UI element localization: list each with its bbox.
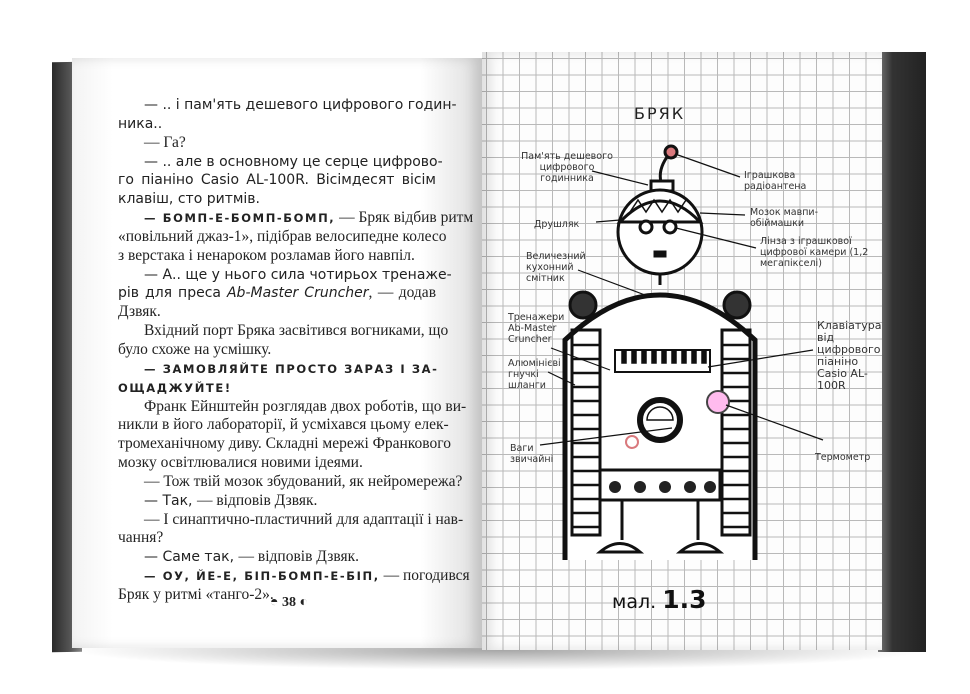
text-line: «повільний джаз-1», підібрав велосипедне… (118, 225, 446, 249)
text-line: — .. але в основному це серце цифрово- (118, 150, 443, 174)
text-line: Вхідний порт Бряка засвітився вогниками,… (118, 319, 448, 343)
book-cover-edge-right (878, 52, 926, 652)
text-segment: — Оу, йе-е, біп-бомп-е-біп, (144, 569, 380, 584)
text-segment: Бряк у ритмі «танго-2». (118, 586, 274, 603)
label-lens: Лінза з іграшкової цифрової камери (1,2 … (760, 236, 869, 269)
text-segment: — .. але в основному це серце цифрово- (144, 153, 443, 170)
text-segment: Ab-Master Cruncher (226, 285, 369, 302)
text-line: було схоже на усмішку. (118, 338, 436, 362)
left-page (72, 58, 482, 648)
text-segment: з верстака і ненароком розламав його нав… (118, 246, 415, 264)
text-segment: — Так, (144, 492, 197, 509)
text-line: никли в його лабораторії, й усміхався ць… (118, 413, 449, 437)
figure-title: БРЯК (634, 104, 686, 123)
text-line: Франк Ейнштейн розглядав двох роботів, щ… (118, 395, 466, 419)
text-segment: «повільний джаз-1», підібрав велосипедне… (118, 227, 447, 245)
piano-key (651, 350, 657, 364)
label-hoses: Алюмінієві гнучкі шланги (508, 358, 561, 391)
text-line: ощаджуйте! (118, 376, 436, 400)
text-line: тромеханічному диву. Складні мережі Фран… (118, 432, 451, 456)
label-trash-can: Величезний кухонний смітник (526, 251, 586, 284)
text-line: — Тож твій мозок збудований, як нейромер… (118, 470, 462, 494)
text-segment: чання? (118, 529, 164, 547)
text-segment: — відповів Дзвяк. (196, 491, 318, 509)
text-line: — Так, — відповів Дзвяк. (118, 489, 436, 513)
figure-number: 1.3 (662, 585, 707, 614)
text-line: — Га? (118, 131, 436, 155)
text-segment: клавіш, сто ритмів. (118, 191, 260, 208)
text-line: клавіш, сто ритмів. (118, 187, 436, 211)
text-segment: ощаджуйте! (118, 380, 232, 395)
text-line: з верстака і ненароком розламав його нав… (118, 244, 436, 268)
text-line: мозку освітлювалися новими ідеями. (118, 451, 436, 475)
page-number-value: 38 (281, 595, 296, 610)
page-number: ◓ 38 ◐ (270, 595, 308, 610)
figure-caption: мал. 1.3 (612, 585, 707, 614)
text-segment: — Бомп-е-бомп-бомп, (144, 211, 336, 226)
text-segment: — Замовляйте просто зараз і за- (144, 361, 439, 376)
piano-key (691, 350, 697, 364)
piano-key (631, 350, 637, 364)
text-line: — Бомп-е-бомп-бомп, — Бряк відбив ритм (118, 206, 473, 230)
label-clock-memory: Пам'ять дешевого цифрового годинника (521, 151, 613, 184)
text-segment: — Бряк відбив ритм (335, 209, 474, 227)
label-thermometer: Термометр (815, 452, 871, 463)
text-segment: — погодився (379, 567, 470, 585)
text-segment: Франк Ейнштейн розглядав двох роботів, щ… (144, 397, 467, 415)
text-segment: — .. і пам'ять дешевого цифрового годин- (144, 97, 457, 113)
text-segment: — І синаптично-пластичний для адаптації … (144, 510, 464, 528)
text-segment: мозку освітлювалися новими ідеями. (118, 454, 363, 472)
text-line: — І синаптично-пластичний для адаптації … (118, 508, 463, 532)
label-keyboard: Клавіатура від цифрового піаніно Casio A… (817, 319, 882, 392)
piano-key (671, 350, 677, 364)
text-line: чання? (118, 526, 436, 550)
label-ab-trainers: Тренажери Ab-Master Cruncher (508, 312, 565, 345)
text-segment: було схоже на усмішку. (118, 341, 272, 358)
label-antenna: Іграшкова радіоантена (744, 170, 807, 192)
piano-key (701, 350, 707, 364)
text-line: — Оу, йе-е, біп-бомп-е-біп, — погодився (118, 564, 470, 588)
text-line: — А.. ще у нього сила чотирьох тренаже- (118, 263, 452, 287)
text-segment: ника.. (118, 115, 163, 132)
figure-prefix: мал. (612, 591, 657, 613)
text-segment: — Саме так, (144, 549, 239, 566)
text-segment: го піаніно Casio AL-100R. Вісімдесят віс… (118, 172, 436, 189)
text-segment: , — додав (368, 284, 437, 302)
label-brain: Мозок мавпи-обіймашки (750, 207, 819, 229)
text-segment: тромеханічному диву. Складні мережі Фран… (118, 435, 451, 453)
text-line: Бряк у ритмі «танго-2». (118, 583, 436, 607)
text-segment: рів для преса (118, 285, 227, 302)
text-segment: никли в його лабораторії, й усміхався ць… (118, 416, 449, 434)
label-scale: Ваги звичайні (510, 443, 554, 465)
text-segment: — А.. ще у нього сила чотирьох тренаже- (144, 266, 452, 283)
piano-key (621, 350, 627, 364)
text-segment: Вхідний порт Бряка засвітився вогниками,… (144, 322, 449, 340)
text-line: рів для преса Ab-Master Cruncher, — дода… (118, 281, 436, 305)
text-segment: — Га? (144, 133, 186, 151)
text-segment: Дзвяк. (118, 303, 161, 321)
piano-key (661, 350, 667, 364)
text-line: го піаніно Casio AL-100R. Вісімдесят віс… (118, 168, 436, 192)
label-colander: Друшляк (534, 219, 580, 230)
text-segment: — Тож твій мозок збудований, як нейромер… (144, 472, 463, 490)
piano-key (641, 350, 647, 364)
piano-key (681, 350, 687, 364)
text-line: ника.. (118, 112, 436, 136)
text-line: — Саме так, — відповів Дзвяк. (118, 545, 436, 569)
text-line: — Замовляйте просто зараз і за- (118, 357, 439, 381)
text-segment: — відповів Дзвяк. (238, 548, 360, 566)
text-line: — .. і пам'ять дешевого цифрового годин- (118, 93, 457, 117)
text-line: Дзвяк. (118, 300, 436, 324)
